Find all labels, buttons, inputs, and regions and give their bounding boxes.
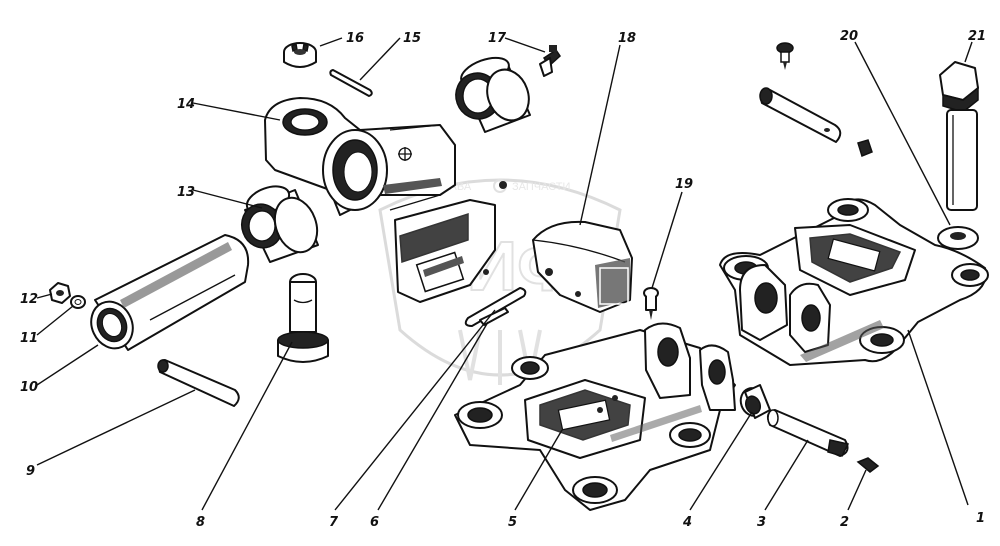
part-20-washer (937, 226, 979, 250)
leader-10 (36, 344, 99, 386)
leader-12 (36, 293, 53, 299)
part-4-bushing (739, 384, 771, 419)
part-15-cotter-pin (329, 69, 373, 97)
leader-20 (854, 41, 951, 226)
leader-11 (36, 305, 74, 336)
callout-11: 11 (20, 331, 38, 346)
callout-8: 8 (196, 515, 205, 530)
callout-9: 9 (26, 464, 35, 479)
part-9-pin (157, 359, 240, 407)
bushing-top (455, 56, 531, 133)
part-1-base (719, 198, 989, 366)
part-17-grease-fitting (539, 45, 561, 77)
callout-17: 17 (488, 31, 507, 46)
leader-9 (36, 389, 196, 466)
leader-8 (201, 341, 293, 511)
leader-7 (334, 309, 496, 511)
leader-6 (377, 321, 489, 511)
callout-16: 16 (346, 31, 364, 46)
callout-labels: 16 15 17 18 21 20 14 13 19 12 11 10 9 8 … (20, 29, 986, 530)
part-19-bolt (643, 287, 659, 320)
leader-lines (36, 37, 973, 511)
leader-18 (579, 44, 621, 226)
leader-13 (192, 189, 263, 209)
leader-21 (964, 41, 973, 63)
leader-15 (359, 37, 401, 81)
part-18-cap (532, 220, 633, 313)
callout-3: 3 (757, 515, 766, 530)
leader-17 (504, 37, 546, 53)
part-12-nut (49, 282, 71, 304)
set-screw (857, 139, 873, 157)
leader-16 (319, 37, 343, 47)
callout-10: 10 (20, 380, 38, 395)
callout-13: 13 (177, 185, 195, 200)
part-5-base (454, 322, 736, 511)
part-2-fitting (856, 457, 880, 473)
part-8-kingpin (277, 273, 329, 363)
callout-6: 6 (370, 515, 379, 530)
part-21-bolt (939, 61, 979, 211)
leader-4 (689, 411, 753, 511)
callout-4: 4 (682, 515, 692, 530)
callout-2: 2 (840, 515, 849, 530)
callout-7: 7 (329, 515, 339, 530)
callout-15: 15 (403, 31, 421, 46)
part-3-pin (766, 409, 850, 457)
callout-5: 5 (508, 515, 517, 530)
callout-20: 20 (840, 29, 858, 44)
callout-14: 14 (177, 97, 195, 112)
leader-14 (192, 102, 281, 121)
part-13-bushing (241, 185, 319, 263)
leader-1 (907, 329, 969, 506)
leader-3 (764, 439, 809, 511)
callout-18: 18 (618, 31, 636, 46)
callout-19: 19 (675, 177, 693, 192)
callout-1: 1 (976, 511, 985, 526)
grease-fitting-small (776, 42, 794, 70)
callout-12: 12 (20, 292, 38, 307)
leader-2 (847, 469, 867, 511)
callout-21: 21 (968, 29, 986, 44)
part-14-bracket (264, 97, 507, 303)
part-16-castle-nut (283, 42, 317, 68)
part-7-pin (464, 287, 527, 327)
leader-19 (651, 191, 683, 289)
part-10-sleeve (90, 234, 250, 351)
leader-5 (514, 429, 563, 511)
pin-axle (759, 87, 842, 143)
part-11-washer (70, 295, 86, 309)
watermark-text-right: ЗАПЧАСТИ (512, 181, 570, 193)
